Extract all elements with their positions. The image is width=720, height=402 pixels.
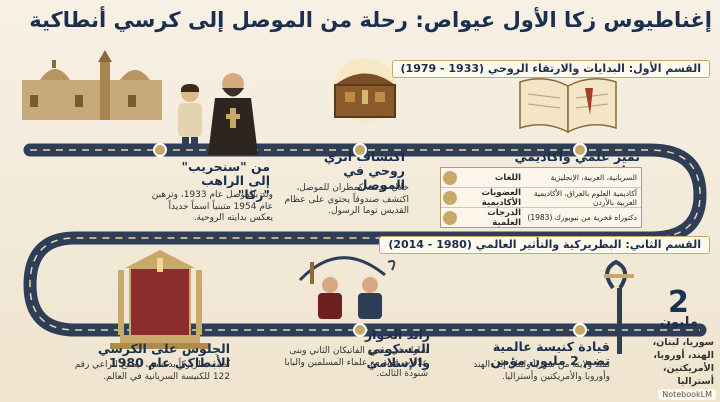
row-value: السريانية، العربية، الإنجليزية <box>550 173 637 182</box>
stat-unit: مليون <box>660 315 698 330</box>
block4-title: الجلوس على الكرسي الأنطاكي عام 1980 <box>97 341 230 370</box>
stat-regions: سوريا، لبنان، الهند، أوروبا، الأمريكتين،… <box>652 337 714 387</box>
row-key: الدرجات العلمية <box>487 207 521 228</box>
city-skyline-icon <box>22 50 162 120</box>
section-banner-2: القسم الثاني: البطريركية والتأثير العالم… <box>379 236 710 254</box>
block2-title: اكتشاف أثري روحي في الموصل <box>323 149 405 192</box>
timeline-marker <box>573 323 587 337</box>
language-icon <box>443 170 457 185</box>
reliquary-chest-icon <box>333 58 397 122</box>
timeline-marker <box>353 323 367 337</box>
row-key: العضويات الأكاديمية <box>481 187 521 208</box>
block6-text: تمتد ولايته من سوريا ولبنان إلى الهند وأ… <box>473 360 610 382</box>
page-title: إغناطيوس زكا الأول عيواص: رحلة من الموصل… <box>29 8 712 32</box>
row-value: أكاديمية العلوم بالعراق، الأكاديمية العر… <box>533 188 637 207</box>
timeline-dashes <box>29 149 701 331</box>
timeline-marker <box>353 143 367 157</box>
block5-title: رائد الحوار المسكوني والإسلامي <box>364 327 430 370</box>
monk-icon <box>208 73 258 155</box>
table-row: اللغات السريانية، العربية، الإنجليزية <box>441 168 641 188</box>
membership-icon <box>443 190 457 205</box>
table-row: الدرجات العلمية دكتوراه فخرية من نيويورك… <box>441 207 641 228</box>
block2-text: خلال خدمته كمطران للموصل، اكتشف صندوقاً … <box>284 183 409 216</box>
block1-title: من "سنحريب" إلى الراهب "زكا" <box>181 159 270 202</box>
table-row: العضويات الأكاديمية أكاديمية العلوم بالع… <box>441 188 641 208</box>
patriarchal-throne-icon <box>110 250 210 349</box>
degree-icon <box>443 210 457 225</box>
section-banner-1: القسم الأول: البدايات والارتقاء الروحي (… <box>391 60 710 78</box>
block1-text: ولد بالموصل عام 1933، وترهبن عام 1954 مت… <box>151 190 273 223</box>
timeline-marker <box>153 143 167 157</box>
timeline-marker <box>573 143 587 157</box>
block6-title: قيادة كنيسة عالمية تضم 2 مليون مؤمن <box>490 339 610 368</box>
stat-number: 2 <box>668 285 689 320</box>
block4-text: نُصب بطريركاً بدمشق، ليصبح الراعي رقم 12… <box>74 360 230 382</box>
crozier-icon <box>604 259 634 354</box>
open-book-icon <box>519 78 617 134</box>
row-key: اللغات <box>494 172 521 183</box>
row-value: دكتوراه فخرية من نيويورك (1983) <box>527 213 637 222</box>
block5-text: شارك في مجمع الفاتيكان الثاني وبنى علاقا… <box>284 346 429 379</box>
young-boy-icon <box>178 84 202 147</box>
footer-watermark: NotebookLM <box>658 389 716 400</box>
achievements-table: اللغات السريانية، العربية، الإنجليزية ال… <box>440 167 642 228</box>
interfaith-dialogue-icon <box>298 256 396 319</box>
